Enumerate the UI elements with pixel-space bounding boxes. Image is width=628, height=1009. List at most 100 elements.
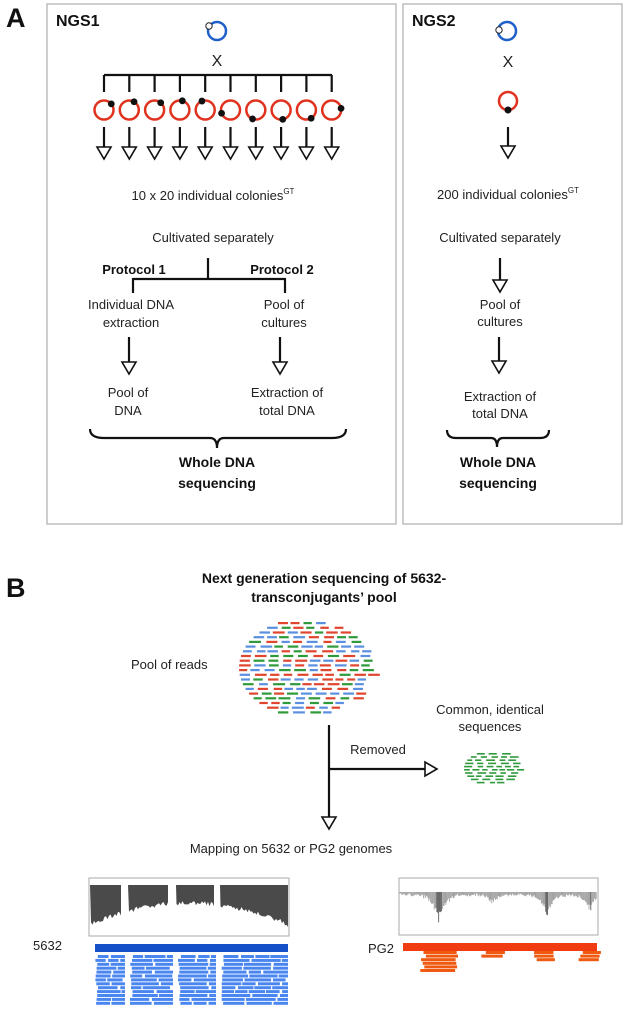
- read-fragment: [319, 706, 328, 709]
- mapped-read: [193, 1001, 207, 1005]
- ngs1-result: Whole DNA: [179, 454, 255, 470]
- mutation-dot: [198, 97, 206, 105]
- mapping-label: Mapping on 5632 or PG2 genomes: [190, 841, 393, 856]
- read-fragment: [327, 683, 340, 686]
- read-fragment: [254, 654, 267, 658]
- read-fragment: [336, 650, 346, 653]
- read-fragment: [356, 692, 367, 695]
- read-fragment: [315, 692, 327, 695]
- mapped-read: [223, 958, 250, 962]
- read-fragment: [488, 762, 497, 765]
- read-fragment: [343, 654, 356, 658]
- protocol1-title: Protocol 1: [102, 262, 166, 277]
- read-fragment: [354, 645, 365, 648]
- mapped-read: [246, 1001, 272, 1005]
- read-fragment: [323, 659, 334, 662]
- genome-bar-5632: [95, 944, 288, 952]
- read-fragment: [340, 697, 350, 700]
- read-fragment: [290, 683, 301, 686]
- mapped-read: [142, 986, 170, 990]
- read-fragment: [476, 781, 485, 784]
- mapped-read: [273, 966, 288, 970]
- read-fragment: [294, 678, 304, 681]
- recipient-circle: [295, 99, 318, 121]
- read-fragment: [253, 659, 265, 662]
- mapped-read: [132, 990, 154, 994]
- read-fragment: [325, 673, 334, 676]
- mapped-read: [221, 986, 236, 990]
- read-fragment: [313, 683, 325, 686]
- mapped-read: [279, 994, 288, 997]
- read-fragment: [501, 756, 507, 758]
- mapped-read: [180, 955, 196, 958]
- mapped-read: [423, 951, 457, 954]
- recipient-circle: [118, 99, 141, 121]
- read-fragment: [363, 659, 373, 662]
- read-fragment: [257, 650, 266, 653]
- mapped-read: [421, 958, 456, 962]
- read-fragment: [489, 772, 497, 774]
- read-fragment: [465, 772, 473, 774]
- recipient-plasmid-icon: [169, 97, 191, 121]
- mapped-read: [273, 962, 288, 966]
- read-fragment: [330, 692, 340, 695]
- read-fragment: [278, 622, 288, 625]
- recipient-plasmid-icon: [118, 98, 141, 121]
- mapped-read: [246, 997, 276, 1001]
- read-fragment: [295, 701, 305, 705]
- panel-b-title: Next generation sequencing of 5632-: [202, 570, 447, 586]
- read-fragment: [259, 683, 268, 686]
- read-fragment: [480, 756, 487, 758]
- read-fragment: [278, 697, 291, 700]
- ngs2-colonies-text: 200 individual coloniesGT: [437, 186, 579, 202]
- mapped-read: [158, 978, 173, 982]
- recipient-plasmid-icon: [295, 99, 318, 122]
- read-fragment: [293, 636, 306, 639]
- read-fragment: [323, 640, 332, 643]
- read-fragment: [323, 711, 332, 714]
- read-fragment: [500, 762, 509, 765]
- read-fragment: [490, 781, 495, 784]
- mapped-read: [209, 962, 216, 966]
- read-fragment: [513, 762, 521, 765]
- genome-bar-pg2: [403, 943, 597, 951]
- mapped-read: [155, 962, 173, 966]
- ngs2-arrow-3: [490, 337, 508, 375]
- mapped-read: [178, 962, 209, 966]
- read-fragment: [261, 692, 272, 695]
- mapped-read: [191, 997, 216, 1001]
- read-fragment: [513, 765, 520, 768]
- protocol2-step2: Extraction of: [251, 385, 324, 400]
- read-fragment: [351, 640, 362, 643]
- read-fragment: [254, 673, 267, 676]
- ngs2-step2-line2: total DNA: [472, 406, 528, 421]
- mapped-read: [159, 994, 173, 997]
- mapped-read: [97, 994, 125, 997]
- read-fragment: [293, 626, 304, 629]
- ngs2-panel: NGS2 X 200 individual coloniesGT Cultiva…: [402, 3, 623, 525]
- read-fragment: [499, 759, 506, 761]
- ngs2-result: Whole DNA: [460, 454, 536, 470]
- mapped-read: [180, 986, 209, 990]
- read-fragment: [335, 659, 348, 662]
- read-fragment: [283, 673, 293, 676]
- mapped-read: [120, 958, 125, 962]
- arrow-head: [120, 146, 138, 161]
- read-fragment: [348, 636, 358, 639]
- mapped-read: [197, 958, 208, 962]
- read-fragment: [296, 687, 305, 690]
- arrow-head: [146, 146, 163, 161]
- ngs2-step2: Extraction of: [464, 389, 537, 404]
- recipient-plasmid-icon: [218, 99, 242, 121]
- read-fragment: [308, 664, 318, 667]
- mapped-read: [242, 982, 256, 986]
- read-fragment: [337, 669, 347, 672]
- read-fragment: [298, 654, 308, 658]
- read-fragment: [270, 654, 279, 658]
- mapped-read: [132, 970, 152, 974]
- read-fragment: [253, 636, 265, 639]
- mapped-read: [179, 982, 207, 986]
- mapped-read: [481, 954, 503, 958]
- mapped-read: [208, 982, 216, 986]
- read-fragment: [507, 775, 517, 777]
